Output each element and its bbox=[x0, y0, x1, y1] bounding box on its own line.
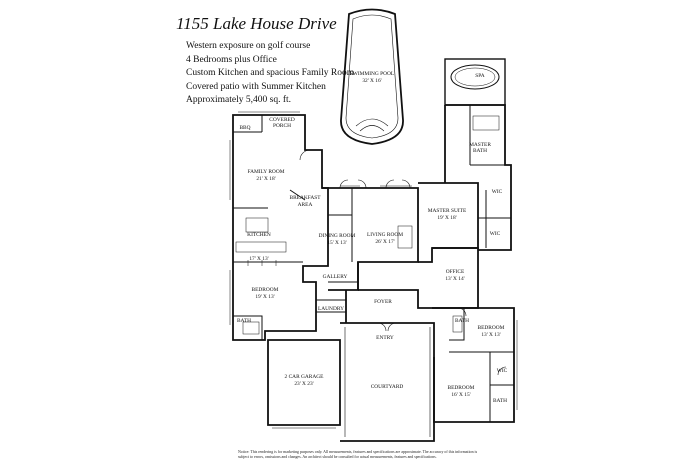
bath-label: BATH bbox=[455, 318, 469, 324]
entry-label: ENTRY bbox=[376, 335, 394, 341]
garage-dims: 23' X 23' bbox=[294, 381, 313, 387]
kitchen-dims: 17' X 13' bbox=[249, 256, 268, 262]
spa: SPA bbox=[444, 58, 506, 106]
feature-list: Western exposure on golf course 4 Bedroo… bbox=[186, 40, 354, 108]
feature-item: Approximately 5,400 sq. ft. bbox=[186, 95, 292, 106]
gallery-label: GALLERY bbox=[323, 274, 348, 280]
family-room-dims: 21' X 18' bbox=[256, 176, 275, 182]
bedroom-south-name: BEDROOM bbox=[448, 385, 475, 391]
laundry-label: LAUNDRY bbox=[318, 306, 344, 312]
breakfast-area-label: AREA bbox=[298, 202, 313, 208]
master-bath-label: MASTER bbox=[469, 142, 491, 148]
dining-room-name: DINING ROOM bbox=[319, 233, 356, 239]
bath-label: BATH bbox=[493, 398, 507, 404]
master-suite-dims: 19' X 18' bbox=[437, 215, 456, 221]
wic-label: WIC bbox=[492, 189, 503, 195]
bedroom-south-dims: 16' X 15' bbox=[451, 392, 470, 398]
room-labels: BBQ COVERED PORCH FAMILY ROOM 21' X 18' … bbox=[237, 117, 508, 404]
exterior-walls bbox=[232, 104, 515, 442]
family-room-name: FAMILY ROOM bbox=[247, 169, 284, 175]
garage-name: 2 CAR GARAGE bbox=[285, 374, 325, 380]
kitchen-name: KITCHEN bbox=[247, 232, 271, 238]
wic-label: WIC bbox=[490, 231, 501, 237]
bbq-label: BBQ bbox=[239, 125, 250, 131]
master-suite-name: MASTER SUITE bbox=[428, 208, 467, 214]
feature-item: Covered patio with Summer Kitchen bbox=[186, 81, 326, 92]
swimming-pool: SWIMMING POOL 32' X 16' bbox=[340, 8, 404, 145]
feature-item: Custom Kitchen and spacious Family Room bbox=[186, 68, 355, 79]
office-name: OFFICE bbox=[446, 269, 465, 275]
living-room-name: LIVING ROOM bbox=[367, 232, 403, 238]
covered-porch-label: PORCH bbox=[273, 123, 291, 129]
pool-dims: 32' X 16' bbox=[362, 78, 381, 84]
feature-item: Western exposure on golf course bbox=[186, 41, 311, 51]
bath-label: BATH bbox=[237, 318, 251, 324]
interior-walls bbox=[233, 105, 514, 422]
breakfast-area-label: BREAKFAST bbox=[289, 195, 321, 201]
feature-item: 4 Bedrooms plus Office bbox=[186, 54, 277, 65]
plan-title: 1155 Lake House Drive bbox=[176, 14, 337, 33]
courtyard-label: COURTYARD bbox=[371, 384, 404, 390]
dining-room-dims: 15' X 13' bbox=[327, 240, 346, 246]
bedroom-west-name: BEDROOM bbox=[252, 287, 279, 293]
foyer-label: FOYER bbox=[374, 299, 392, 305]
master-bath-label: BATH bbox=[473, 148, 487, 154]
living-room-dims: 26' X 17' bbox=[375, 239, 394, 245]
wic-label: WIC bbox=[497, 368, 508, 374]
bedroom-east-name: BEDROOM bbox=[478, 325, 505, 331]
pool-name: SWIMMING POOL bbox=[350, 71, 394, 77]
covered-porch-label: COVERED bbox=[269, 117, 295, 123]
window-details bbox=[229, 111, 518, 429]
spa-label: SPA bbox=[475, 73, 485, 79]
bedroom-east-dims: 13' X 13' bbox=[481, 332, 500, 338]
disclaimer-notice: Notice: This rendering is for marketing … bbox=[238, 450, 478, 459]
bedroom-west-dims: 19' X 13' bbox=[255, 294, 274, 300]
door-swings bbox=[299, 149, 507, 376]
office-dims: 13' X 14' bbox=[445, 276, 464, 282]
